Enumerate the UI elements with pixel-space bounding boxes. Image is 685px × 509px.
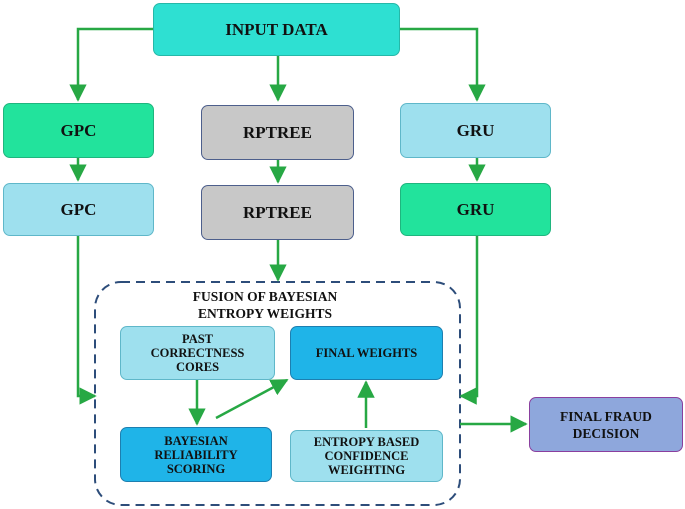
final-weights-node: FINAL WEIGHTS	[290, 326, 443, 380]
past-correctness-label: PAST CORRECTNESS CORES	[150, 332, 245, 374]
entropy-confidence-label: ENTROPY BASED CONFIDENCE WEIGHTING	[313, 435, 420, 477]
input-data-node: INPUT DATA	[153, 3, 400, 56]
final-fraud-decision-label: FINAL FRAUD DECISION	[560, 408, 652, 441]
gru-node-top: GRU	[400, 103, 551, 158]
gpc-node-top: GPC	[3, 103, 154, 158]
final-weights-label: FINAL WEIGHTS	[315, 346, 418, 360]
gpc-node-bottom: GPC	[3, 183, 154, 236]
gpc-top-label: GPC	[60, 120, 97, 140]
final-fraud-decision-node: FINAL FRAUD DECISION	[529, 397, 683, 452]
entropy-confidence-node: ENTROPY BASED CONFIDENCE WEIGHTING	[290, 430, 443, 482]
arrow-gpc-to-fusion	[76, 236, 97, 405]
rptree-top-label: RPTREE	[243, 122, 312, 142]
rptree-node-top: RPTREE	[201, 105, 354, 160]
gru-bottom-label: GRU	[456, 199, 495, 219]
past-correctness-node: PAST CORRECTNESS CORES	[120, 326, 275, 380]
arrow-input-to-gru	[400, 27, 486, 102]
arrow-bayesian-to-final-weights	[215, 378, 289, 420]
rptree-node-bottom: RPTREE	[201, 185, 354, 240]
rptree-bottom-label: RPTREE	[243, 202, 312, 222]
arrow-input-to-gpc	[69, 27, 153, 102]
fusion-title: FUSION OF BAYESIAN ENTROPY WEIGHTS	[192, 289, 338, 321]
bayesian-reliability-node: BAYESIAN RELIABILITY SCORING	[120, 427, 272, 482]
bayesian-reliability-label: BAYESIAN RELIABILITY SCORING	[154, 433, 238, 476]
gru-top-label: GRU	[456, 120, 495, 140]
gru-node-bottom: GRU	[400, 183, 551, 236]
arrow-gru-to-fusion	[459, 236, 479, 405]
gpc-bottom-label: GPC	[60, 199, 97, 219]
input-data-label: INPUT DATA	[225, 19, 328, 39]
